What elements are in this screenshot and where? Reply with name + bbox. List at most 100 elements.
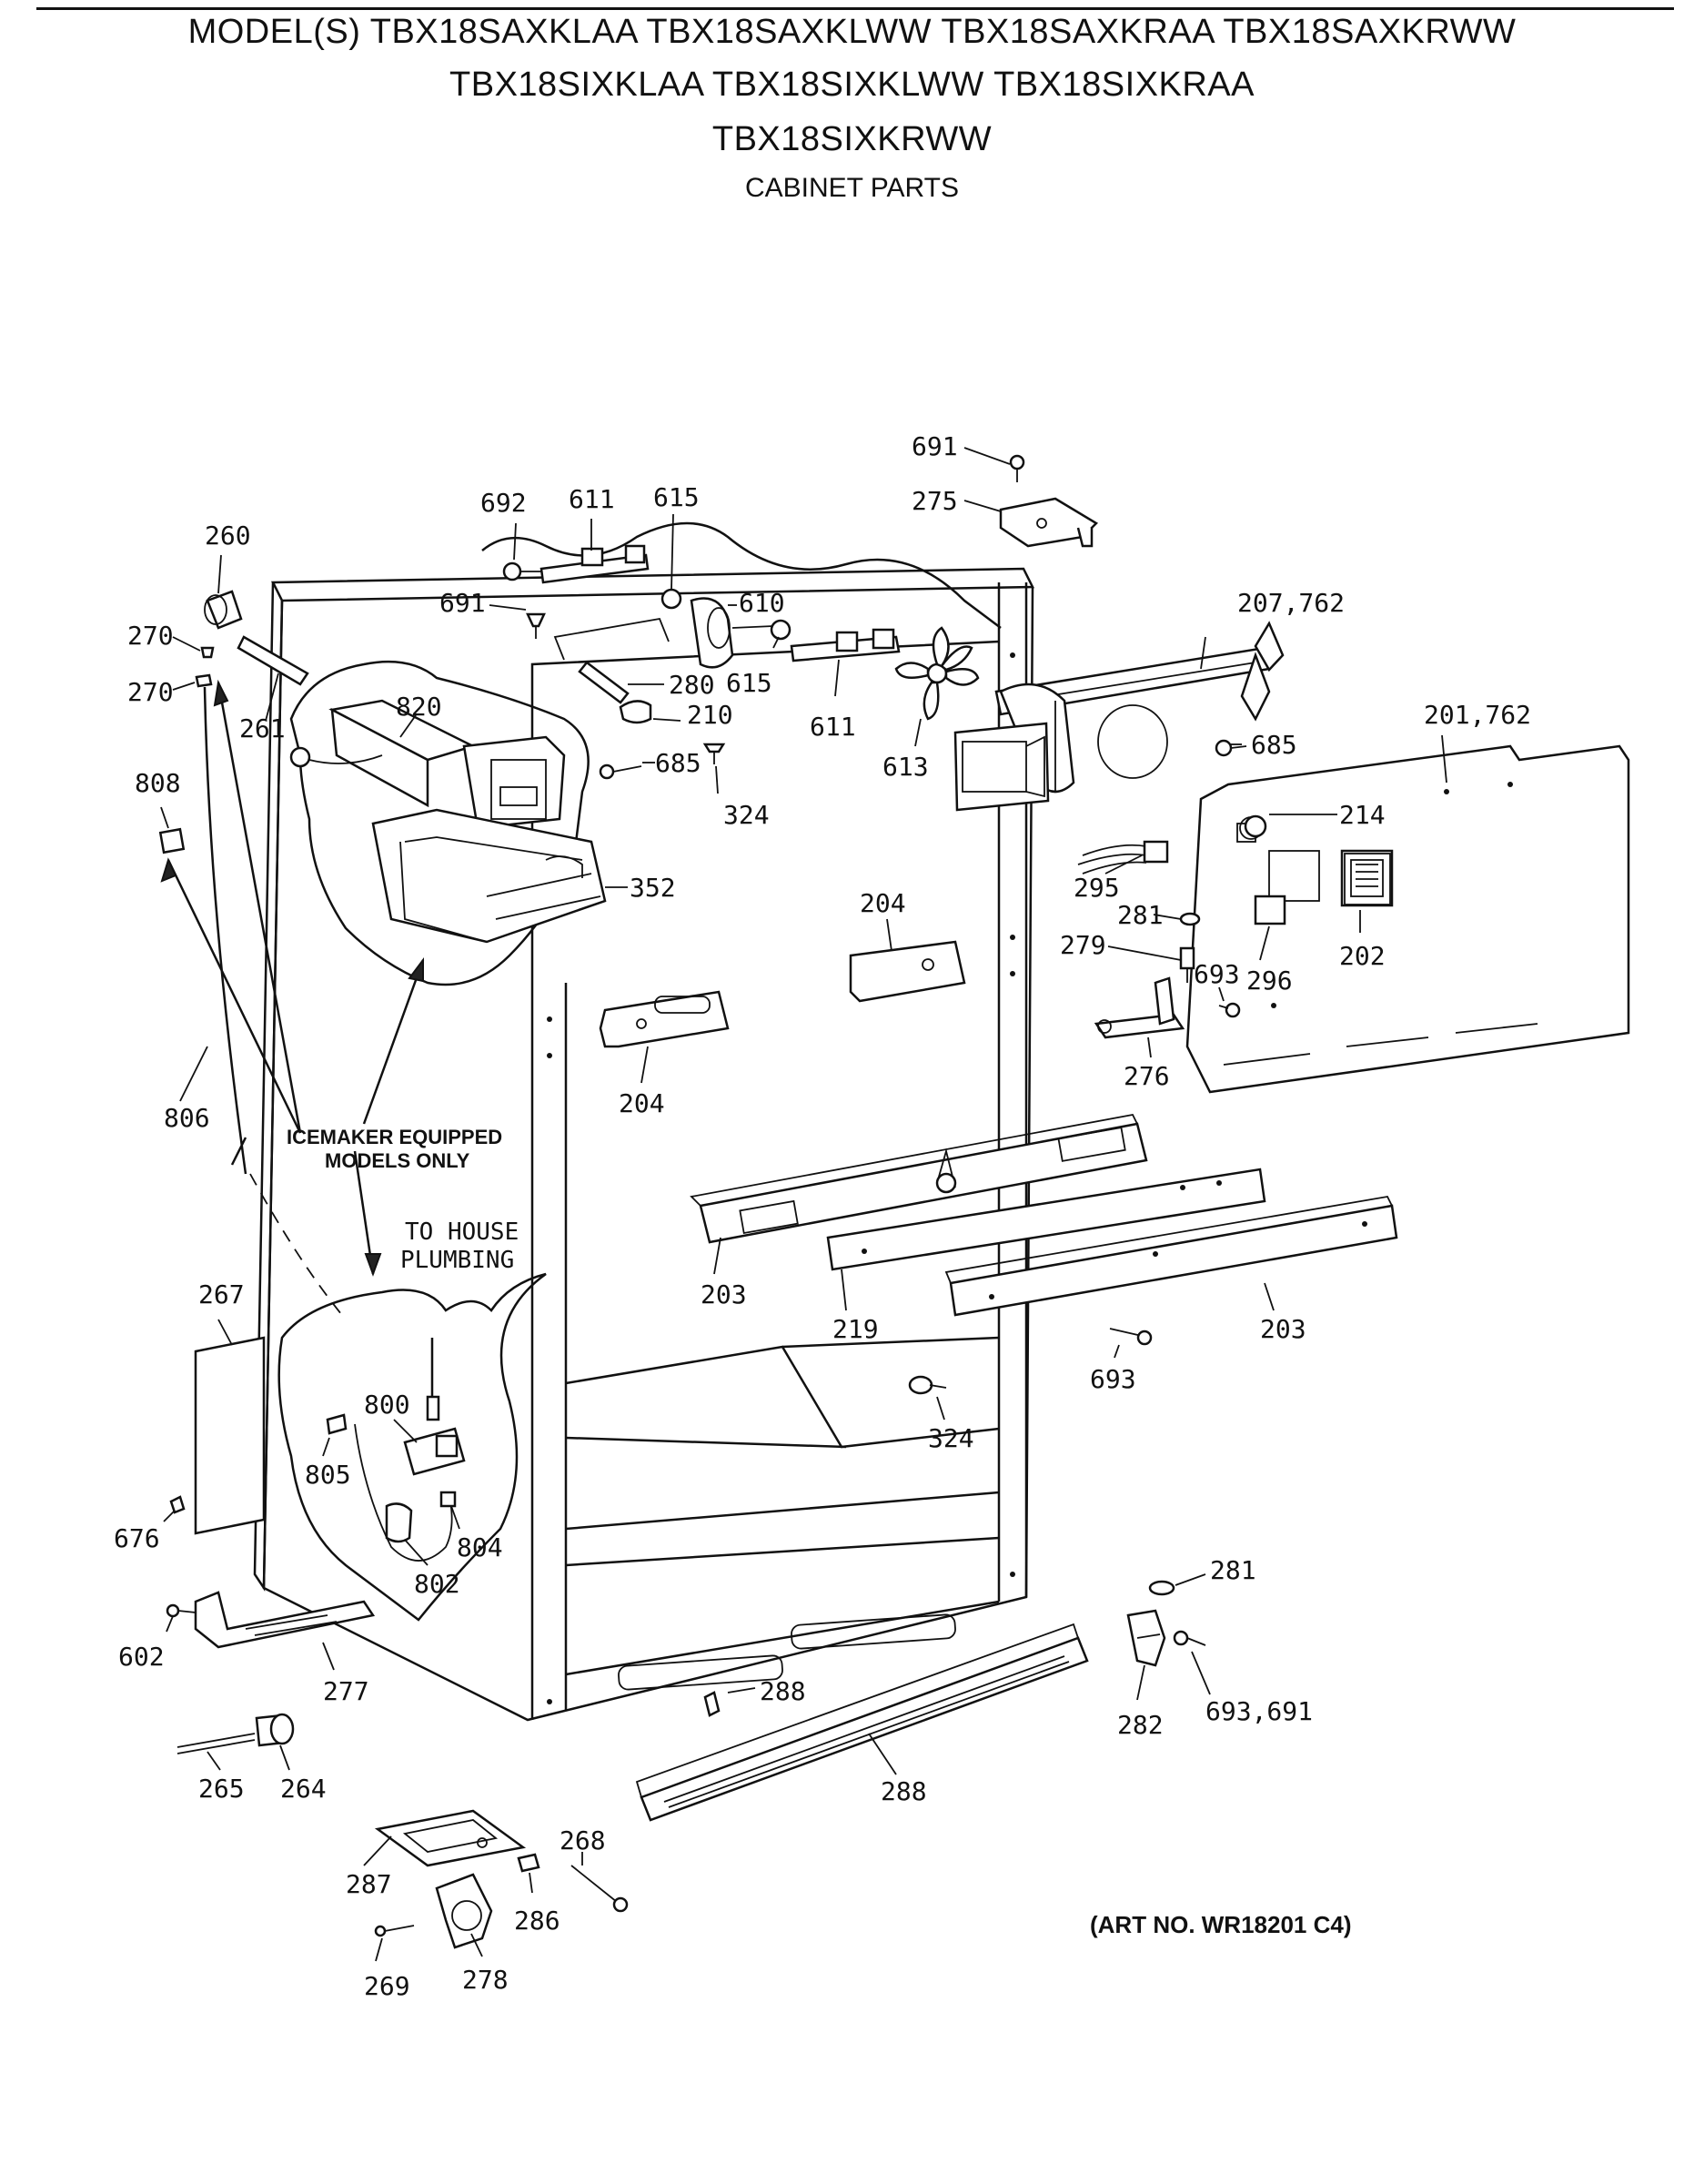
- grommet-214: [1244, 814, 1267, 838]
- clip-808: [158, 827, 186, 854]
- rail-203-lower: [944, 1196, 1398, 1317]
- callout-203-lower: 203: [1260, 1314, 1306, 1344]
- callout-676: 676: [114, 1523, 160, 1553]
- hinge-282: [1126, 1580, 1175, 1667]
- callout-207-762: 207,762: [1237, 588, 1345, 618]
- refrigerator-cabinet: [253, 521, 1035, 1722]
- grommet-615-lower: [770, 619, 792, 641]
- callout-277: 277: [323, 1676, 369, 1706]
- icemaker-note: ICEMAKER EQUIPPED MODELS ONLY: [287, 1126, 502, 1172]
- callout-261: 261: [239, 713, 286, 743]
- icemaker-note-arrows: [160, 679, 425, 1277]
- clip-270-lower: [195, 673, 213, 688]
- callout-210: 210: [687, 700, 733, 730]
- rail-219: [826, 1148, 1266, 1271]
- callout-268: 268: [560, 1825, 606, 1855]
- nut-286: [517, 1853, 540, 1873]
- plumbing-note-line1: TO HOUSE: [405, 1218, 519, 1246]
- art-number: (ART NO. WR18201 C4): [1090, 1911, 1352, 1938]
- part-279: [1179, 946, 1195, 983]
- callout-labels: 691 275 692 611 615 260 691 610 207,762 …: [114, 431, 1531, 2001]
- callout-270-upper: 270: [127, 621, 174, 651]
- callout-279: 279: [1060, 930, 1106, 960]
- callout-281-upper: 281: [1117, 900, 1164, 930]
- callout-202: 202: [1339, 941, 1386, 971]
- callout-808: 808: [135, 768, 181, 798]
- bracket-611-lower: [790, 628, 901, 662]
- callout-281-lower: 281: [1210, 1555, 1256, 1585]
- roller-264: [255, 1713, 295, 1747]
- icemaker-note-line1: ICEMAKER EQUIPPED: [287, 1126, 502, 1148]
- bracket-204-right: [849, 940, 966, 1003]
- callout-204-upper: 204: [860, 888, 906, 918]
- callout-276: 276: [1124, 1061, 1170, 1091]
- icemaker-assembly: [289, 660, 607, 986]
- callout-352: 352: [630, 873, 676, 903]
- icemaker-note-line2: MODELS ONLY: [325, 1149, 470, 1172]
- callout-613: 613: [882, 752, 929, 782]
- callout-615: 615: [653, 482, 700, 512]
- callout-280: 280: [669, 670, 715, 700]
- caster-278: [435, 1873, 493, 1949]
- screw-685-right: [1215, 739, 1247, 757]
- screw-691-left: [526, 612, 546, 639]
- callout-685-left: 685: [655, 748, 701, 778]
- top-rule: [36, 7, 1674, 10]
- side-panel-267: [194, 1336, 266, 1535]
- callout-278: 278: [462, 1965, 509, 1995]
- callout-260: 260: [205, 521, 251, 551]
- callout-203-upper: 203: [701, 1279, 747, 1309]
- plug-324-lower: [908, 1375, 947, 1395]
- callout-288-grille: 288: [881, 1776, 927, 1806]
- washer-281-upper: [1179, 912, 1201, 926]
- top-hinge-275: [999, 454, 1099, 548]
- pin-269: [374, 1925, 415, 1937]
- callout-204-lower: 204: [619, 1088, 665, 1118]
- callout-282: 282: [1117, 1710, 1164, 1740]
- screw-693-upper: [1218, 1002, 1241, 1018]
- callout-270-lower: 270: [127, 677, 174, 707]
- callout-269: 269: [364, 1971, 410, 2001]
- callout-201-762: 201,762: [1424, 700, 1531, 730]
- callout-265: 265: [198, 1774, 245, 1804]
- leader-lines: [160, 447, 1447, 1962]
- callout-214: 214: [1339, 800, 1386, 830]
- clip-270-upper: [200, 646, 215, 659]
- water-line-dashed: [249, 1173, 347, 1320]
- callout-691-left: 691: [439, 588, 486, 618]
- wire-harness-295: [1077, 840, 1169, 875]
- callout-693-mid: 693: [1090, 1364, 1136, 1394]
- callout-275: 275: [912, 486, 958, 516]
- callout-691: 691: [912, 431, 958, 461]
- screw-676: [169, 1495, 186, 1514]
- tube-280: [578, 661, 630, 704]
- fan-motor-610: [690, 597, 774, 669]
- bracket-277: [194, 1591, 376, 1649]
- callout-611-lower: 611: [810, 712, 856, 742]
- callout-804: 804: [457, 1532, 503, 1562]
- screw-692: [502, 561, 541, 581]
- rear-panel-201: [1185, 744, 1630, 1094]
- grille-288: [635, 1623, 1089, 1822]
- callout-286: 286: [514, 1906, 560, 1936]
- bolt-268: [570, 1865, 629, 1913]
- callout-287: 287: [346, 1869, 392, 1899]
- fan-grille-202: [1344, 853, 1391, 905]
- callout-615-lower: 615: [726, 668, 772, 698]
- bracket-204-left: [599, 990, 730, 1048]
- callout-264: 264: [280, 1774, 327, 1804]
- callout-610: 610: [739, 588, 785, 618]
- plumbing-cutaway: [277, 1272, 547, 1622]
- models-line-1: MODEL(S) TBX18SAXKLAA TBX18SAXKLWW TBX18…: [187, 13, 1517, 51]
- callout-296: 296: [1246, 966, 1293, 996]
- models-line-2: TBX18SIXKLAA TBX18SIXKLWW TBX18SIXKRAA: [449, 66, 1255, 104]
- callout-806: 806: [164, 1103, 210, 1133]
- leveling-plate-287: [374, 1809, 527, 1867]
- callout-805: 805: [305, 1460, 351, 1490]
- screw-693-mid: [1109, 1328, 1153, 1346]
- water-valve-260: [204, 590, 243, 630]
- plug-324-upper: [702, 743, 726, 764]
- callout-324-lower: 324: [928, 1423, 974, 1453]
- callout-820: 820: [396, 692, 442, 722]
